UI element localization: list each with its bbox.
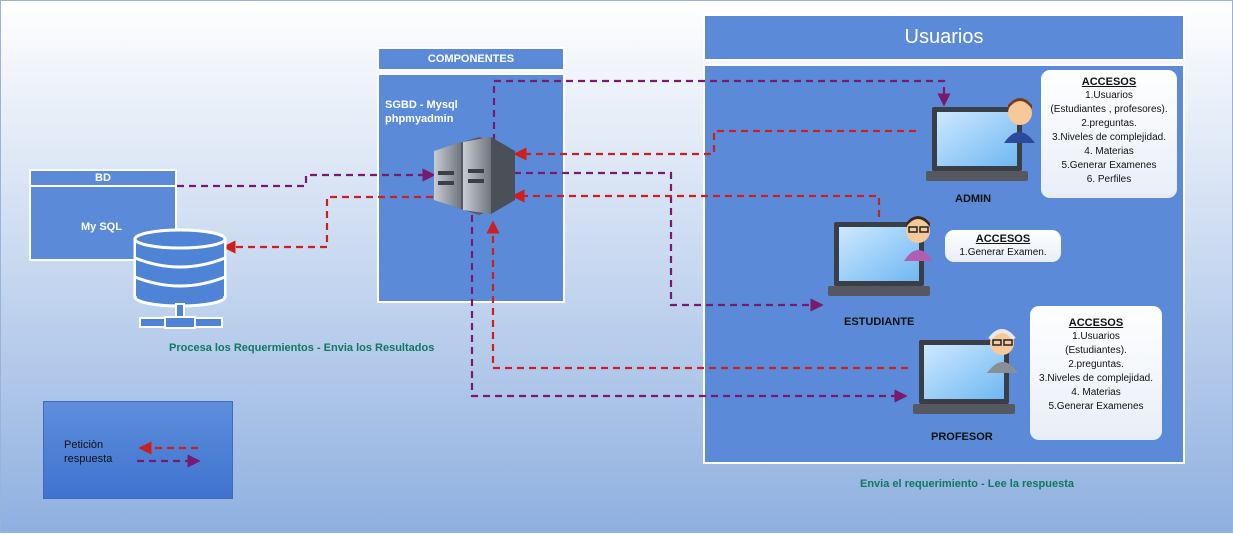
access-item: 5.Generar Examenes [1061, 160, 1157, 171]
legend-peticion-label: Peticiòn [64, 439, 104, 451]
access-item: 2.preguntas. [1068, 359, 1124, 370]
componentes-line2: phpmyadmin [385, 113, 454, 125]
bd-label: My SQL [81, 221, 122, 233]
legend-respuesta-label: respuesta [64, 453, 113, 465]
access-box-estudiante: ACCESOS 1.Generar Examen. [945, 230, 1061, 262]
access-item: 1.Usuarios [1085, 90, 1133, 101]
bd-title: BD [95, 172, 111, 184]
access-admin-title: ACCESOS [1081, 76, 1137, 88]
usuarios-header: Usuarios [703, 14, 1185, 61]
bd-panel: BD My SQL [29, 169, 177, 261]
access-item: 1.Generar Examen. [959, 247, 1047, 258]
admin-label: ADMIN [955, 193, 992, 205]
componentes-line1: SGBD - Mysql [385, 99, 458, 111]
access-item: 2.preguntas. [1081, 118, 1137, 129]
access-item: (Estudiantes , profesores). [1050, 104, 1168, 115]
access-item: 3.Niveles de complejidad. [1052, 132, 1166, 143]
access-estudiante-title: ACCESOS [975, 233, 1031, 245]
access-item: 4. Materias [1071, 387, 1121, 398]
estudiante-label: ESTUDIANTE [844, 316, 915, 328]
access-item: 1.Usuarios [1072, 331, 1120, 342]
usuarios-title: Usuarios [904, 26, 984, 48]
componentes-panel: SGBD - Mysql phpmyadmin [377, 73, 565, 303]
access-item: 5.Generar Examenes [1048, 401, 1144, 412]
access-item: (Estudiantes). [1065, 345, 1127, 356]
access-box-profesor: ACCESOS 1.Usuarios (Estudiantes). 2.preg… [1030, 306, 1162, 440]
access-profesor-title: ACCESOS [1068, 317, 1124, 329]
profesor-label: PROFESOR [931, 431, 993, 443]
access-item: 3.Niveles de complejidad. [1039, 373, 1153, 384]
access-box-admin: ACCESOS 1.Usuarios (Estudiantes , profes… [1041, 70, 1177, 198]
legend-box: Peticiòn respuesta [43, 401, 233, 499]
bd-header: BD [31, 171, 175, 187]
componentes-title: COMPONENTES [427, 53, 515, 65]
componentes-header: COMPONENTES [377, 47, 565, 71]
access-item: 6. Perfiles [1086, 174, 1132, 185]
users-caption: Envia el requerimiento - Lee la respuest… [860, 478, 1074, 490]
server-caption: Procesa los Requermientos - Envia los Re… [169, 342, 435, 354]
access-item: 4. Materias [1084, 146, 1134, 157]
